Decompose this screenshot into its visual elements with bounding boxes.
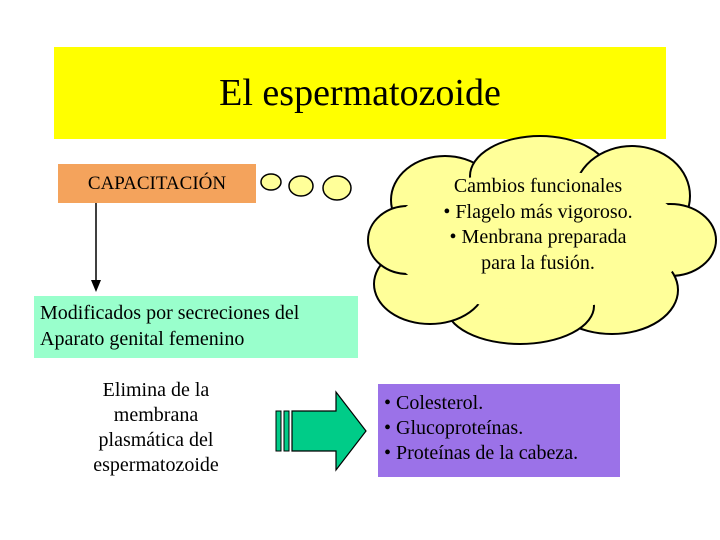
green-arrow	[275, 390, 367, 472]
elimina-text: Elimina de la membrana plasmática del es…	[70, 378, 242, 478]
capacitacion-label: CAPACITACIÓN	[87, 172, 227, 194]
cloud-line: • Flagelo más vigoroso.	[443, 200, 633, 223]
elimina-line: membrana	[113, 404, 199, 426]
cloud-shape	[367, 135, 717, 345]
list-item: • Glucoproteínas.	[384, 417, 524, 439]
cloud-text: Cambios funcionales • Flagelo más vigoro…	[404, 174, 672, 276]
componentes-background	[378, 384, 620, 477]
list-item: • Colesterol.	[384, 392, 484, 414]
title-background	[54, 47, 666, 139]
capacitacion-background	[58, 164, 256, 203]
list-item: • Proteínas de la cabeza.	[384, 442, 579, 464]
modificados-line: Modificados por secreciones del	[40, 302, 300, 324]
cloud-line: para la fusión.	[481, 251, 595, 274]
elimina-line: espermatozoide	[93, 454, 219, 476]
page-title: El espermatozoide	[219, 72, 501, 114]
modificados-background	[34, 296, 358, 358]
cloud-line: • Menbrana preparada	[449, 226, 627, 248]
elimina-line: Elimina de la	[102, 379, 210, 401]
componentes-list: • Colesterol. • Glucoproteínas. • Proteí…	[378, 384, 620, 477]
modificados-line: Aparato genital femenino	[40, 328, 245, 350]
thought-bubbles	[260, 173, 352, 201]
down-arrow	[91, 203, 101, 292]
modificados-box: Modificados por secreciones del Aparato …	[34, 296, 358, 358]
elimina-line: plasmática del	[98, 429, 214, 451]
cloud-line: Cambios funcionales	[453, 175, 623, 197]
